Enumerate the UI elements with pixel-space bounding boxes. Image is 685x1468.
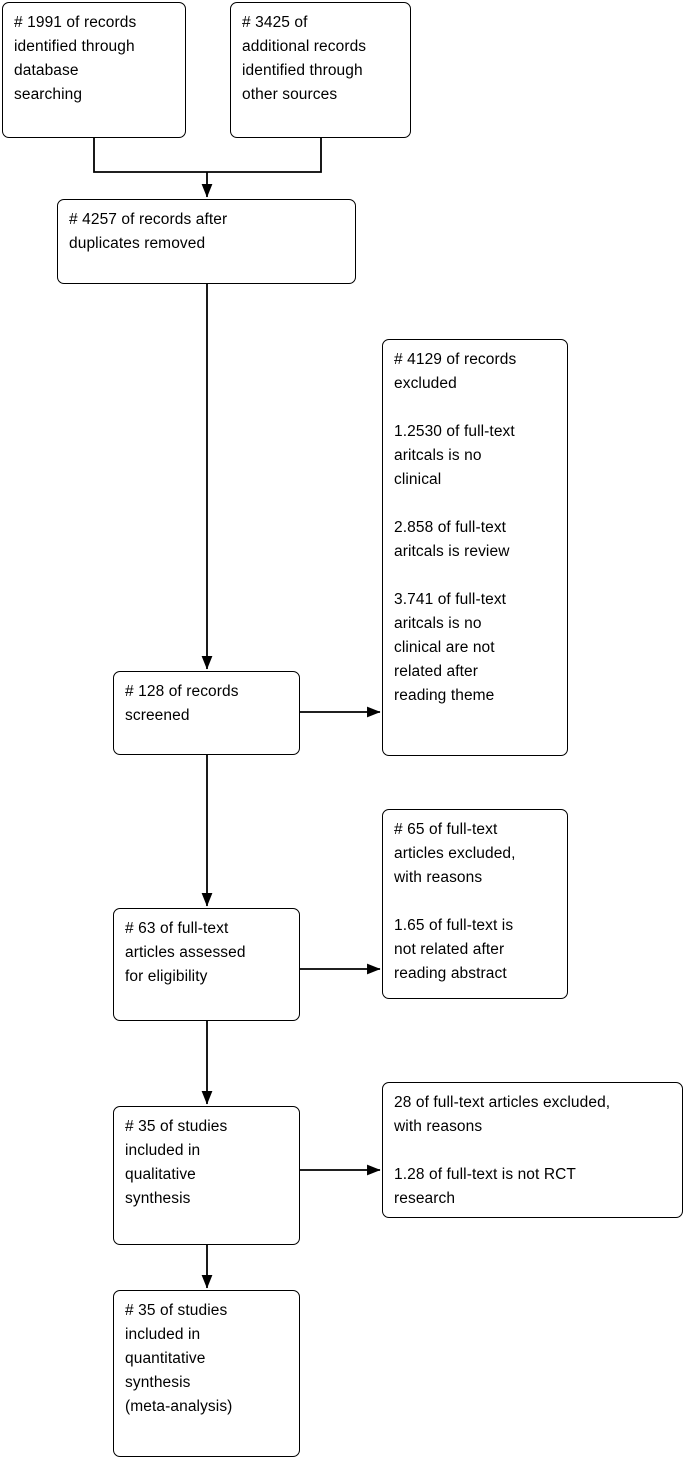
records-identified-database-box: # 1991 of records identified through dat…: [2, 2, 186, 138]
records-screened-box: # 128 of records screened: [113, 671, 300, 755]
studies-qualitative-synthesis-box: # 35 of studies included in qualitative …: [113, 1106, 300, 1245]
edge-database-to-duplicates: [93, 138, 207, 173]
fulltext-articles-assessed-box: # 63 of full-text articles assessed for …: [113, 908, 300, 1021]
studies-quantitative-synthesis-box: # 35 of studies included in quantitative…: [113, 1290, 300, 1457]
records-identified-other-sources-box: # 3425 of additional records identified …: [230, 2, 411, 138]
fulltext-articles-excluded-box: # 65 of full-text articles excluded, wit…: [382, 809, 568, 999]
records-excluded-box: # 4129 of records excluded 1.2530 of ful…: [382, 339, 568, 756]
edge-other-to-duplicates: [207, 138, 322, 173]
fulltext-articles-excluded-rct-box: 28 of full-text articles excluded, with …: [382, 1082, 683, 1218]
records-after-duplicates-removed-box: # 4257 of records after duplicates remov…: [57, 199, 356, 284]
